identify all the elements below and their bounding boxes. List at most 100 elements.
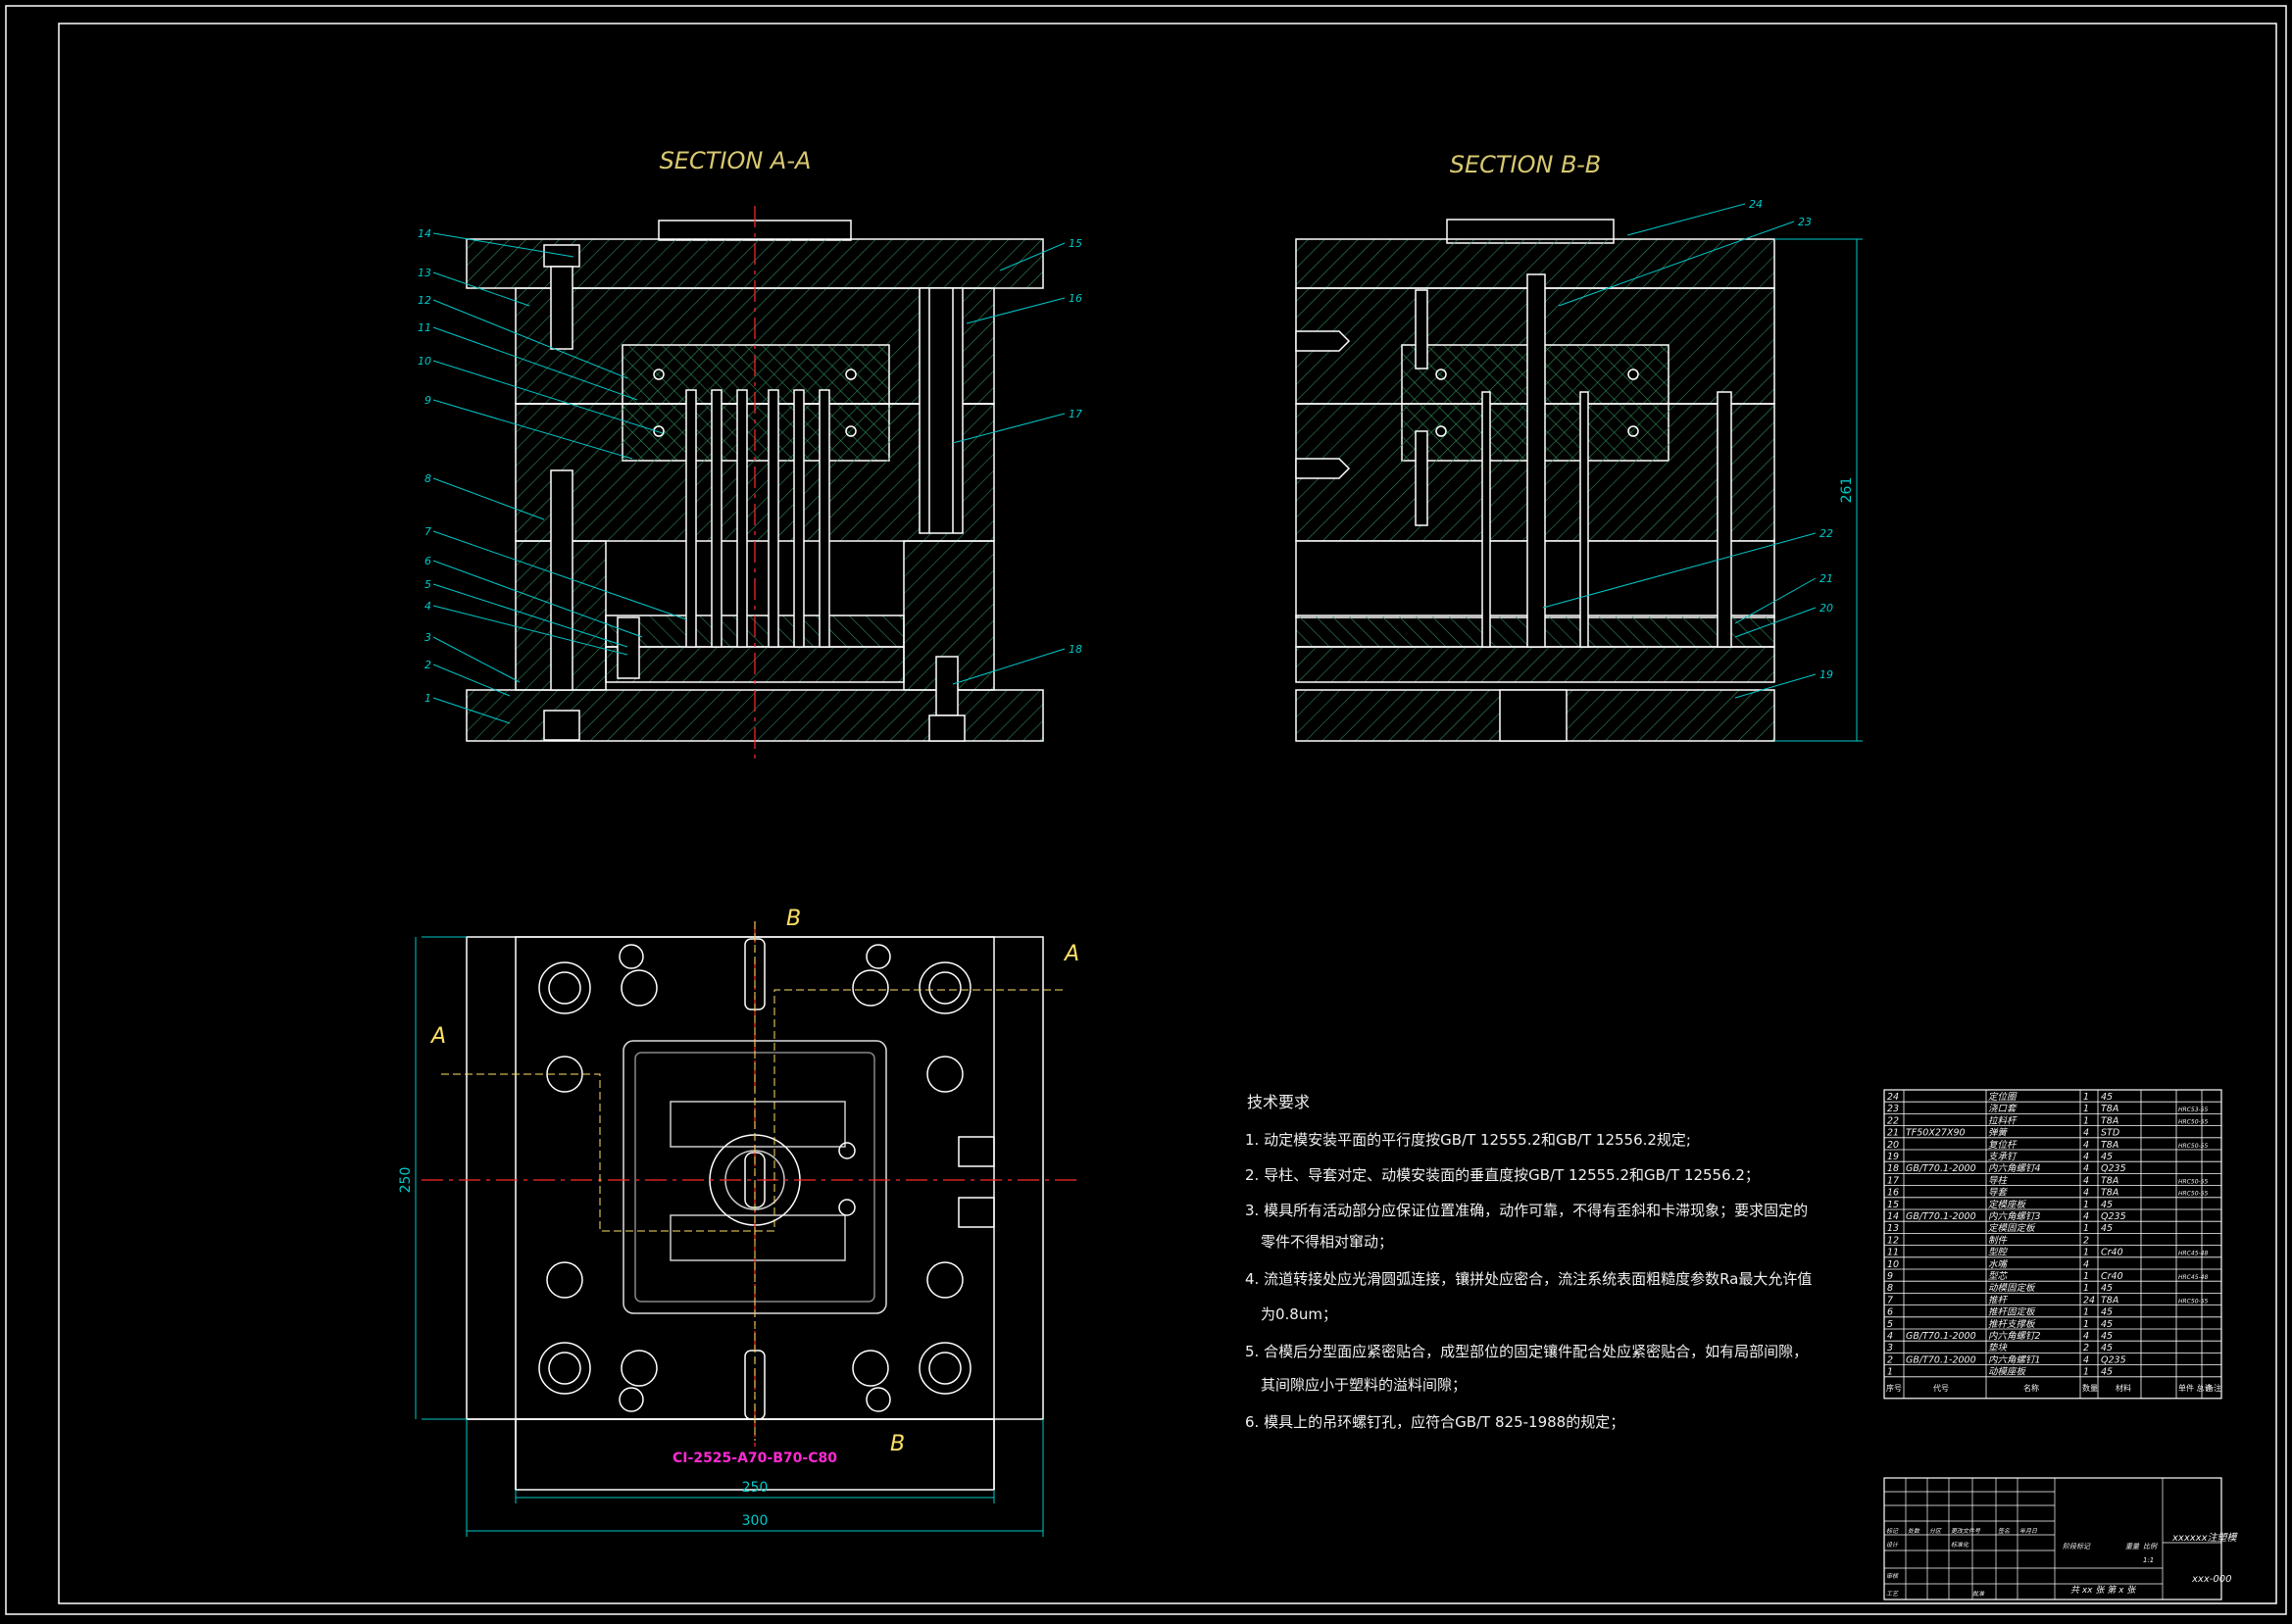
title-label: 处数 <box>1908 1527 1920 1535</box>
callout-leader <box>432 560 643 638</box>
section-arrow-a-right: A <box>1063 942 1079 966</box>
bom-cell: 8 <box>1887 1283 1893 1294</box>
bom-cell: HRC53-55 <box>2178 1107 2208 1113</box>
callout-leader <box>1734 673 1817 699</box>
bom-cell: 2 <box>2083 1235 2089 1246</box>
callout-leader <box>432 232 574 258</box>
tech-requirements: 1. 动定模安装平面的平行度按GB/T 12555.2和GB/T 12556.2… <box>1245 1131 1812 1431</box>
bom-cell: 10 <box>1887 1259 1899 1270</box>
callout-label: 10 <box>418 355 431 368</box>
bom-cell: 4 <box>1887 1331 1893 1342</box>
outer-border <box>5 5 2287 1615</box>
bom-cell: T8A <box>2101 1295 2118 1305</box>
title-scale: 1:1 <box>2143 1556 2154 1564</box>
bom-cell: 制件 <box>1988 1235 2009 1246</box>
bom-header-cell: 名称 <box>2023 1383 2039 1393</box>
bom-cell: HRC50-55 <box>2178 1298 2208 1304</box>
tech-heading: 技术要求 <box>1247 1093 1310 1111</box>
bom-cell: 浇口套 <box>1988 1104 2018 1114</box>
callout-label: 18 <box>1069 643 1082 656</box>
bom-cell: 1 <box>1887 1367 1893 1378</box>
callout-label: 15 <box>1069 237 1082 250</box>
bom-cell: T8A <box>2101 1188 2118 1199</box>
bom-cell: 导柱 <box>1988 1175 2009 1186</box>
callout-leader <box>432 664 511 697</box>
title-frame <box>1883 1477 2222 1600</box>
bom-cell: 45 <box>2101 1331 2113 1342</box>
dim-bb-height: 261 <box>1839 477 1855 504</box>
title-drawing-name: xxxxxx注塑模 <box>2171 1532 2239 1544</box>
bom-cell: 2 <box>2083 1343 2089 1353</box>
tech-line: 2. 导柱、导套对定、动模安装面的垂直度按GB/T 12555.2和GB/T 1… <box>1245 1166 1760 1184</box>
bom-cell: 内六角螺钉1 <box>1988 1353 2041 1365</box>
title-label: 工艺 <box>1886 1590 1899 1598</box>
callout-label: 1 <box>424 692 431 705</box>
callout-label: 24 <box>1749 198 1763 211</box>
bom-cell: GB/T70.1-2000 <box>1906 1354 1976 1365</box>
title-label: 批准 <box>1972 1590 1985 1598</box>
bom-cell: 1 <box>2083 1104 2089 1114</box>
callout-leader <box>966 297 1066 324</box>
bom-cell: 9 <box>1887 1271 1893 1282</box>
bom-cell: 11 <box>1887 1248 1899 1258</box>
title-label: 签名 <box>1998 1527 2011 1535</box>
callout-label: 13 <box>418 267 431 279</box>
title-block: 标记处数分区更改文件号签名年月日设计标准化审核工艺批准阶段标记重量比例1:1共 … <box>1883 1477 2239 1600</box>
tech-line: 1. 动定模安装平面的平行度按GB/T 12555.2和GB/T 12556.2… <box>1245 1131 1691 1149</box>
bom-cell: 动模座板 <box>1988 1366 2027 1378</box>
callout-leader <box>952 413 1066 444</box>
callout-leader <box>432 583 628 648</box>
title-label: 审核 <box>1886 1572 1899 1580</box>
inner-border <box>58 23 2277 1604</box>
callout-label: 23 <box>1798 216 1812 228</box>
bom-cell: 型芯 <box>1988 1271 2009 1282</box>
bom-cell: 16 <box>1887 1188 1899 1199</box>
bom-cell: 45 <box>2101 1092 2113 1103</box>
bom-cell: 24 <box>1887 1092 1899 1103</box>
bom-cell: 14 <box>1887 1211 1899 1222</box>
callout-label: 14 <box>418 227 431 240</box>
bom-header-cell: 备注 <box>2206 1383 2221 1393</box>
section-bb-view <box>1295 219 1863 742</box>
bom-cell: T8A <box>2101 1115 2118 1126</box>
callout-leader <box>1734 577 1817 624</box>
bom-cell: 推杆 <box>1988 1295 2009 1305</box>
bom-cell: 1 <box>2083 1248 2089 1258</box>
bom-cell: 1 <box>2083 1223 2089 1234</box>
tech-line: 其间隙应小于塑料的溢料间隙； <box>1261 1376 1467 1394</box>
bom-cell: 4 <box>2083 1128 2089 1139</box>
bom-cell: TF50X27X90 <box>1906 1128 1966 1139</box>
callout-leader <box>432 636 521 683</box>
bom-cell: 23 <box>1887 1104 1899 1114</box>
bom-cell: 4 <box>2083 1152 2089 1162</box>
callout-label: 9 <box>424 394 431 407</box>
bom-cell: 拉料杆 <box>1988 1114 2018 1126</box>
bom-cell: HRC45-48 <box>2178 1251 2208 1257</box>
bom-cell: T8A <box>2101 1140 2118 1151</box>
dim-plan-width-inner: 250 <box>742 1480 769 1496</box>
section-bb-title: SECTION B-B <box>1450 151 1602 178</box>
title-scale-label: 比例 <box>2143 1543 2158 1550</box>
callout-label: 11 <box>418 321 431 334</box>
tech-line: 零件不得相对窜动； <box>1261 1233 1393 1251</box>
bom-cell: 45 <box>2101 1307 2113 1318</box>
section-aa-title: SECTION A-A <box>660 147 812 174</box>
title-stage-label: 阶段标记 <box>2063 1543 2091 1550</box>
callout-label: 12 <box>418 294 431 307</box>
section-aa-view <box>466 206 1044 761</box>
bom-cell: HRC50-55 <box>2178 1143 2208 1150</box>
callout-label: 4 <box>424 600 431 613</box>
bom-cell: GB/T70.1-2000 <box>1906 1331 1976 1342</box>
bom-cell: 19 <box>1887 1152 1899 1162</box>
plan-view <box>415 921 1078 1537</box>
bom-header-cell: 材料 <box>2116 1383 2131 1393</box>
callout-leader <box>1558 221 1795 307</box>
callout-leader <box>432 697 511 724</box>
bom-cell: GB/T70.1-2000 <box>1906 1163 1976 1174</box>
bom-cell: 12 <box>1887 1235 1899 1246</box>
title-label: 设计 <box>1886 1541 1899 1549</box>
bom-cell: 1 <box>2083 1115 2089 1126</box>
